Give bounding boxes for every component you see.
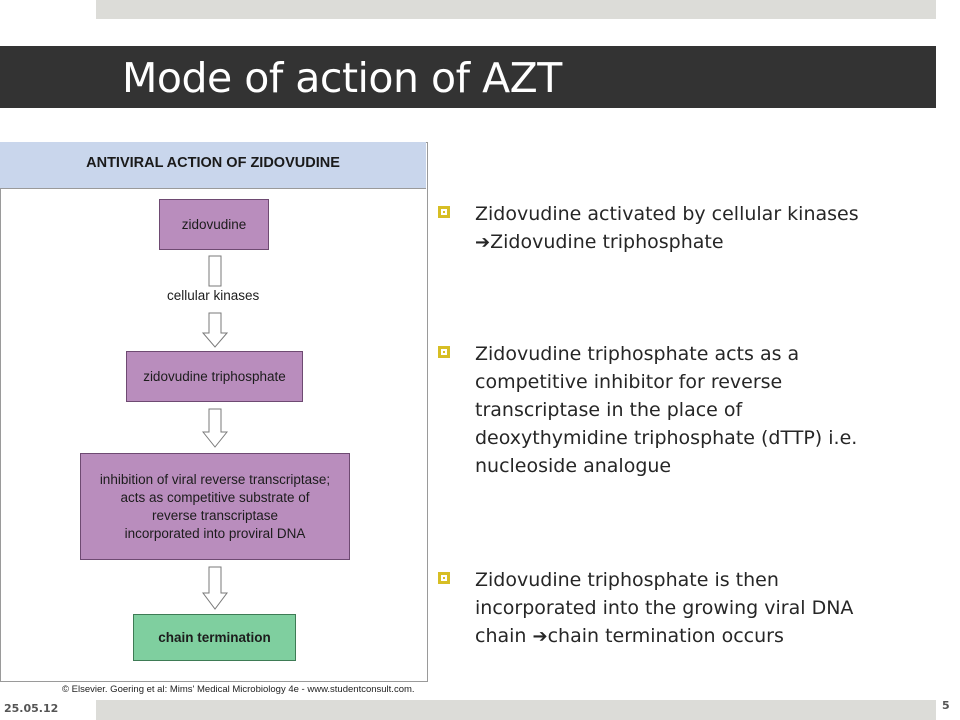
arrow-right-icon: ➔ bbox=[532, 626, 548, 647]
bullet-line-text: Zidovudine triphosphate bbox=[490, 231, 724, 253]
bullet-line: chain ➔chain termination occurs bbox=[475, 622, 935, 651]
inhibition-line: incorporated into proviral DNA bbox=[124, 525, 306, 541]
figure-header: ANTIVIRAL ACTION OF ZIDOVUDINE bbox=[0, 142, 426, 189]
bullet-line: competitive inhibitor for reverse bbox=[475, 371, 783, 393]
bullet-line: transcriptase in the place of bbox=[475, 399, 743, 421]
figure-title: ANTIVIRAL ACTION OF ZIDOVUDINE bbox=[86, 155, 340, 171]
slide-date: 25.05.12 bbox=[4, 702, 59, 715]
square-bullet-icon bbox=[438, 572, 450, 584]
page-number: 5 bbox=[942, 699, 950, 712]
inhibition-line: acts as competitive substrate of bbox=[120, 489, 310, 505]
zidovudine-triphosphate-box: zidovudine triphosphate bbox=[126, 351, 303, 402]
square-bullet-icon bbox=[438, 346, 450, 358]
inhibition-line: inhibition of viral reverse transcriptas… bbox=[99, 471, 331, 487]
bullet-text: Zidovudine triphosphate is then incorpor… bbox=[475, 566, 935, 651]
down-arrow-icon bbox=[202, 408, 228, 448]
inhibition-box: inhibition of viral reverse transcriptas… bbox=[80, 453, 350, 560]
bullet-line: ➔Zidovudine triphosphate bbox=[475, 228, 935, 257]
chain-termination-box: chain termination bbox=[133, 614, 296, 661]
antiviral-action-figure: ANTIVIRAL ACTION OF ZIDOVUDINE zidovudin… bbox=[0, 142, 428, 682]
bullet-text: Zidovudine activated by cellular kinases… bbox=[475, 200, 935, 257]
inhibition-line: reverse transcriptase bbox=[151, 507, 279, 523]
bullet-line: deoxythymidine triphosphate (dTTP) i.e. bbox=[475, 427, 858, 449]
top-decor-bar bbox=[96, 0, 936, 19]
square-bullet-icon bbox=[438, 206, 450, 218]
title-bar bbox=[0, 46, 936, 108]
bullet-line-text: chain termination occurs bbox=[547, 625, 784, 647]
bullet-line: incorporated into the growing viral DNA bbox=[475, 597, 854, 619]
zidovudine-box: zidovudine bbox=[159, 199, 269, 250]
bullet-line: Zidovudine triphosphate acts as a bbox=[475, 343, 800, 365]
bullet-line: Zidovudine triphosphate is then bbox=[475, 569, 779, 591]
down-arrow-icon bbox=[202, 312, 228, 348]
arrow-right-icon: ➔ bbox=[475, 232, 491, 253]
slide-title: Mode of action of AZT bbox=[122, 54, 562, 102]
down-arrow-icon bbox=[202, 566, 228, 610]
cellular-kinases-label: cellular kinases bbox=[167, 288, 260, 303]
flow-connector-icon bbox=[208, 255, 222, 287]
bullet-line-text: chain bbox=[475, 625, 533, 647]
footer-bar bbox=[96, 700, 936, 720]
bullet-line: Zidovudine activated by cellular kinases bbox=[475, 203, 859, 225]
bullet-line: nucleoside analogue bbox=[475, 455, 672, 477]
bullet-text: Zidovudine triphosphate acts as a compet… bbox=[475, 340, 935, 480]
figure-copyright: © Elsevier. Goering et al: Mims' Medical… bbox=[62, 684, 415, 695]
